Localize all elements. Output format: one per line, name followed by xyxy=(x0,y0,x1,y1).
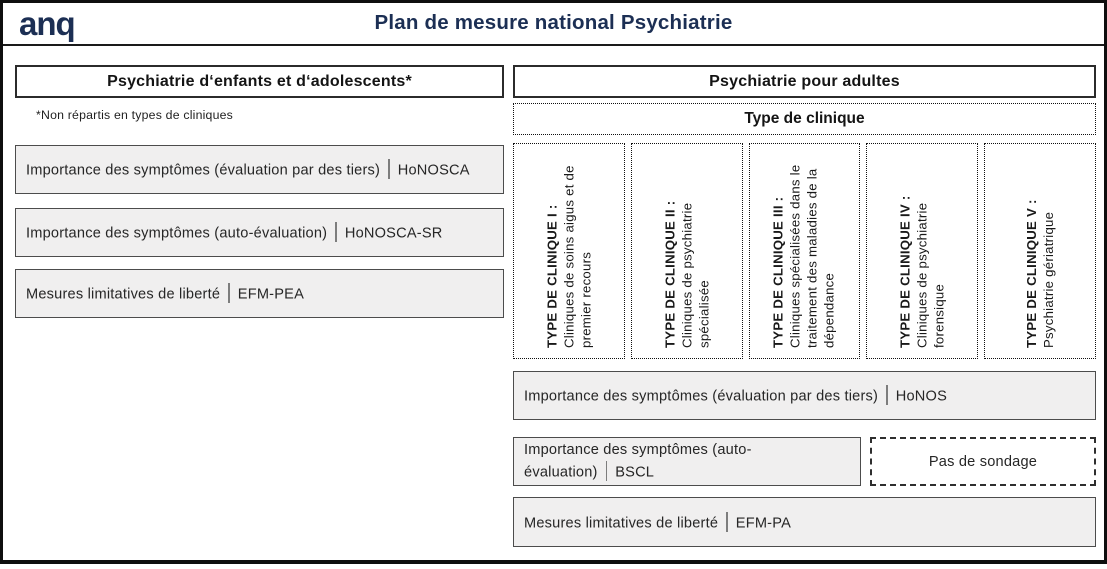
clinic-type-name: TYPE DE CLINIQUE II : xyxy=(661,200,677,348)
clinic-type-4: TYPE DE CLINIQUE IV : Cliniques de psych… xyxy=(866,143,979,359)
divider-bar xyxy=(886,385,888,405)
divider-bar xyxy=(388,159,390,179)
measure-label: Importance des symptômes (auto-évaluatio… xyxy=(26,225,328,242)
right-panel-title: Psychiatrie pour adultes xyxy=(513,65,1096,98)
clinic-type-description: Cliniques de soins aigus et de premier r… xyxy=(561,165,594,348)
clinic-type-description: Cliniques spécialisées dans le traitemen… xyxy=(788,164,838,348)
measure-box-efm-pea: Mesures limitatives de liberté EFM-PEA xyxy=(15,269,504,318)
instrument-label: HoNOSCA-SR xyxy=(344,225,443,242)
instrument-label: BSCL xyxy=(615,464,655,481)
page-title: Plan de mesure national Psychiatrie xyxy=(374,11,733,34)
instrument-label: HoNOS xyxy=(895,388,947,405)
clinic-type-name: TYPE DE CLINIQUE V : xyxy=(1023,199,1039,348)
measure-label: Importance des symptômes (auto-évaluatio… xyxy=(524,442,752,481)
anq-logo: anq xyxy=(19,5,76,42)
measure-box-bscl: Importance des symptômes (auto-évaluatio… xyxy=(513,437,861,486)
measure-box-honosca: Importance des symptômes (évaluation par… xyxy=(15,145,504,194)
clinic-type-3: TYPE DE CLINIQUE III : Cliniques spécial… xyxy=(748,143,861,359)
clinic-type-1: TYPE DE CLINIQUE I : Cliniques de soins … xyxy=(513,143,625,359)
measure-box-efm-pa: Mesures limitatives de liberté EFM-PA xyxy=(513,497,1096,547)
clinic-type-name: TYPE DE CLINIQUE I : xyxy=(544,204,560,348)
clinic-type-2: TYPE DE CLINIQUE II : Cliniques de psych… xyxy=(630,143,743,359)
clinic-type-description: Psychiatrie gériatrique xyxy=(1041,211,1057,348)
clinic-type-text: TYPE DE CLINIQUE IV : Cliniques de psych… xyxy=(897,154,948,348)
clinic-type-text: TYPE DE CLINIQUE III : Cliniques spécial… xyxy=(770,154,839,348)
divider-bar xyxy=(726,511,728,532)
divider-bar xyxy=(605,460,608,481)
clinic-type-name: TYPE DE CLINIQUE III : xyxy=(771,196,787,348)
clinic-type-5: TYPE DE CLINIQUE V : Psychiatrie gériatr… xyxy=(984,143,1096,359)
left-panel-title: Psychiatrie d‘enfants et d‘adolescents* xyxy=(15,65,504,98)
divider-bar xyxy=(335,222,337,242)
measure-box-honosca-sr: Importance des symptômes (auto-évaluatio… xyxy=(15,208,504,257)
clinic-type-text: TYPE DE CLINIQUE II : Cliniques de psych… xyxy=(661,154,712,348)
instrument-label: HoNOSCA xyxy=(397,162,470,179)
divider-bar xyxy=(228,283,230,303)
measure-box-honos: Importance des symptômes (évaluation par… xyxy=(513,371,1096,420)
clinic-type-description: Cliniques de psychiatrie spécialisée xyxy=(679,202,712,348)
clinic-type-header: Type de clinique xyxy=(513,103,1096,135)
instrument-label: EFM-PA xyxy=(735,514,792,531)
clinic-type-text: TYPE DE CLINIQUE I : Cliniques de soins … xyxy=(543,154,594,348)
clinic-type-description: Cliniques de psychiatrie forensique xyxy=(914,202,947,348)
clinic-type-text: TYPE DE CLINIQUE V : Psychiatrie gériatr… xyxy=(1023,154,1057,348)
header-bar: anq Plan de mesure national Psychiatrie xyxy=(3,3,1104,46)
measure-label: Importance des symptômes (évaluation par… xyxy=(26,162,381,179)
instrument-label: EFM-PEA xyxy=(237,286,305,303)
clinic-type-name: TYPE DE CLINIQUE IV : xyxy=(897,195,913,348)
measure-label: Mesures limitatives de liberté xyxy=(524,514,719,531)
no-survey-box: Pas de sondage xyxy=(870,437,1096,486)
measure-label: Mesures limitatives de liberté xyxy=(26,286,221,303)
measure-label: Importance des symptômes (évaluation par… xyxy=(524,388,879,405)
clinic-type-columns: TYPE DE CLINIQUE I : Cliniques de soins … xyxy=(513,143,1096,359)
footnote: *Non répartis en types de cliniques xyxy=(36,108,234,122)
